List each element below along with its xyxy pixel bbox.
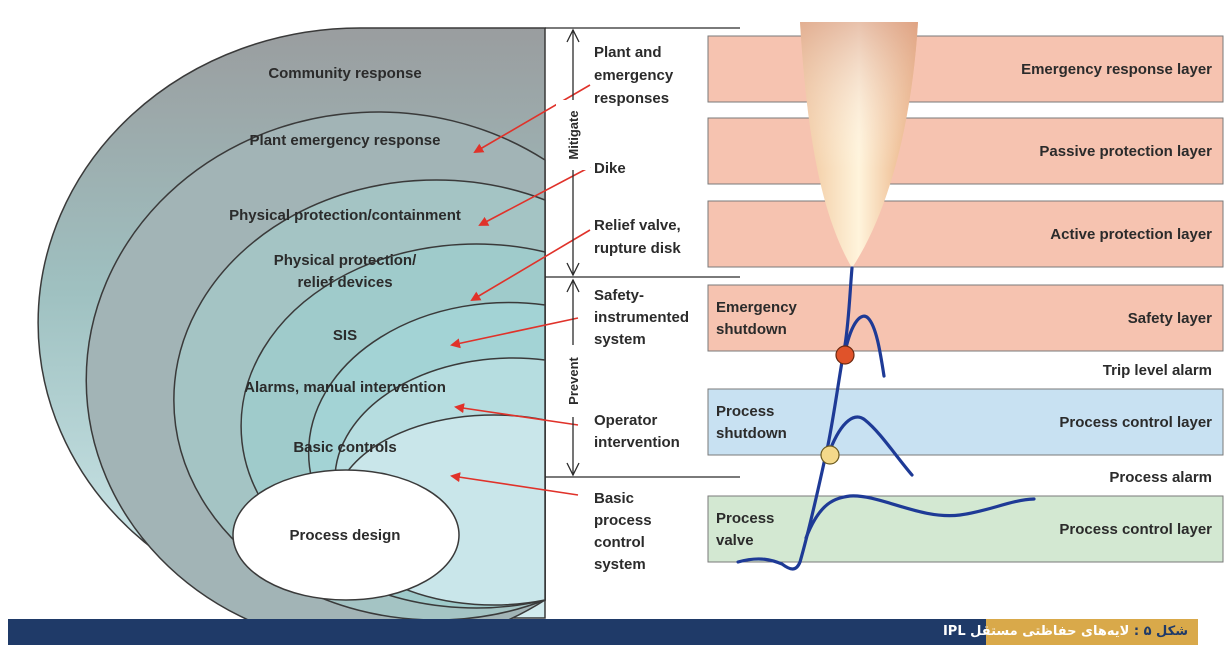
label-community-response: Community response: [268, 65, 421, 82]
layer-box-passive-protection: [707, 117, 1224, 185]
mitigate-label-bg: [556, 100, 590, 170]
mid-label-dike: Dike: [594, 160, 626, 177]
layer-box-emergency-response: [707, 35, 1224, 103]
trip-level-dot: [835, 345, 855, 365]
layer-name-passive-protection: Passive protection layer: [1039, 143, 1212, 160]
arrow-plant: [473, 84, 591, 154]
flame: [800, 22, 918, 268]
inner-label-emergency-shutdown: Emergency shutdown: [716, 299, 801, 338]
arrows: [450, 84, 591, 496]
emergency-response-curve: [843, 314, 886, 378]
prevent-label-bg: [556, 345, 590, 417]
layer-name-process-control-2: Process control layer: [1059, 521, 1212, 538]
layer-name-emergency-response: Emergency response layer: [1021, 61, 1212, 78]
arrow-relief: [470, 229, 591, 302]
arrow-basic: [450, 472, 579, 496]
valve-response-curve: [804, 494, 1036, 540]
main-escalation-curve: [736, 266, 854, 571]
label-process-design: Process design: [290, 527, 401, 544]
arrow-sis: [450, 317, 579, 349]
label-physical-containment: Physical protection/containment: [229, 207, 461, 224]
arrow-operator: [454, 403, 579, 426]
process-alarm-dot: [820, 445, 840, 465]
mid-label-basic: Basic process control system: [594, 490, 656, 573]
shutdown-response-curve: [828, 415, 914, 477]
caption-prefix: شکل ۵ :: [1133, 624, 1188, 639]
mid-label-operator: Operator intervention: [594, 412, 680, 451]
escalation-curves: [736, 266, 1036, 571]
mid-label-safety: Safety- instrumented system: [594, 287, 693, 348]
trip-level-alarm-label: Trip level alarm: [1103, 362, 1212, 379]
layer-name-process-control-1: Process control layer: [1059, 414, 1212, 431]
caption-bar: شکل ۵ : لایه‌های حفاظتی مستقل IPL: [8, 619, 1198, 645]
layer-name-active-protection: Active protection layer: [1050, 226, 1212, 243]
arrow-dike: [478, 166, 591, 226]
ring-process-design: [232, 469, 460, 601]
inner-label-process-shutdown: Process shutdown: [716, 403, 787, 442]
inner-label-process-valve: Process valve: [716, 510, 779, 549]
prevent-label: Prevent: [566, 356, 581, 404]
caption-accent: [986, 619, 1198, 645]
mid-label-plant: Plant and emergency responses: [594, 44, 677, 107]
layer-box-safety: [707, 284, 1224, 352]
mitigate-label: Mitigate: [566, 110, 581, 159]
mid-label-relief: Relief valve, rupture disk: [594, 217, 685, 257]
label-plant-emergency-response: Plant emergency response: [250, 132, 441, 149]
label-sis: SIS: [333, 327, 357, 344]
caption-title: لایه‌های حفاظتی مستقل IPL: [942, 624, 1130, 639]
label-basic-controls: Basic controls: [293, 439, 396, 456]
caption-text: شکل ۵ : لایه‌های حفاظتی مستقل IPL: [943, 619, 1188, 645]
layer-name-safety: Safety layer: [1128, 310, 1212, 327]
ipl-diagram: Community response Plant emergency respo…: [37, 22, 1224, 619]
label-physical-protection-1: Physical protection/: [274, 252, 417, 269]
process-alarm-label: Process alarm: [1109, 469, 1212, 486]
layer-box-process-control-2: [707, 495, 1224, 563]
layer-box-active-protection: [707, 200, 1224, 268]
label-alarms-manual: Alarms, manual intervention: [244, 379, 446, 396]
layer-box-process-control-1: [707, 388, 1224, 456]
label-physical-protection-2: relief devices: [297, 274, 392, 291]
